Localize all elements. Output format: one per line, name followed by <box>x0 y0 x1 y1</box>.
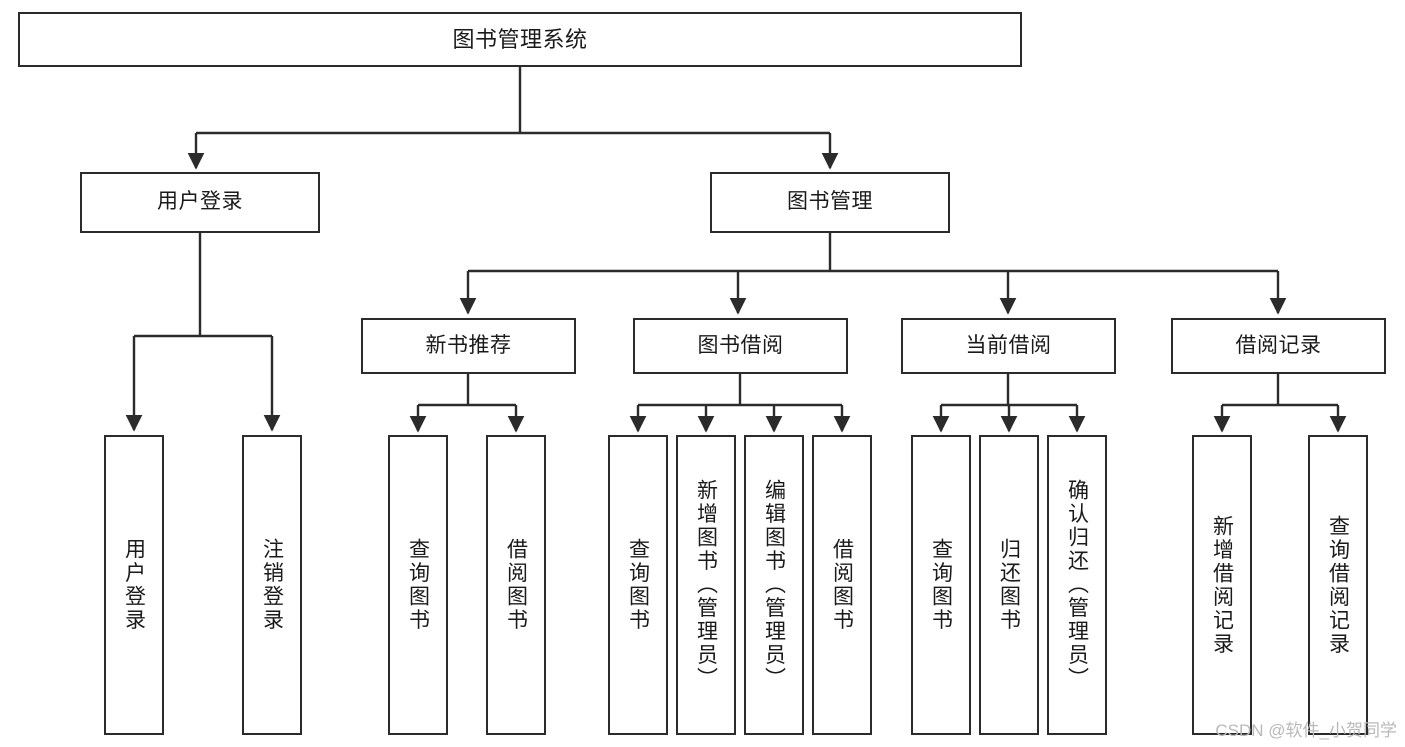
leaf-newbook-query-book[interactable]: 查询图书 <box>388 435 448 735</box>
leaf-borrow-query-book[interactable]: 查询图书 <box>608 435 668 735</box>
node-new-book-recommend[interactable]: 新书推荐 <box>361 318 576 374</box>
node-label: 归还图书 <box>997 538 1021 632</box>
node-label: 查询借阅记录 <box>1326 514 1350 656</box>
node-label: 借阅图书 <box>830 538 854 632</box>
node-label: 查询图书 <box>929 538 953 632</box>
leaf-borrow-borrow-book[interactable]: 借阅图书 <box>812 435 872 735</box>
node-label: 借阅记录 <box>1235 333 1322 357</box>
node-root-system[interactable]: 图书管理系统 <box>18 12 1022 67</box>
node-user-login[interactable]: 用户登录 <box>80 172 320 233</box>
leaf-user-login-logout[interactable]: 注销登录 <box>242 435 302 735</box>
watermark-text: CSDN @软件_小贺同学 <box>1215 721 1397 740</box>
leaf-user-login-login[interactable]: 用户登录 <box>104 435 164 735</box>
node-label: 图书管理系统 <box>452 26 588 52</box>
node-label: 借阅图书 <box>504 538 528 632</box>
node-label: 注销登录 <box>260 538 284 632</box>
node-book-borrow[interactable]: 图书借阅 <box>633 318 848 374</box>
node-current-borrow[interactable]: 当前借阅 <box>901 318 1116 374</box>
node-label: 新书推荐 <box>425 333 512 357</box>
node-label: 查询图书 <box>406 538 430 632</box>
leaf-records-add-record[interactable]: 新增借阅记录 <box>1192 435 1252 735</box>
node-label: 确认归还（管理员） <box>1065 479 1089 691</box>
node-label: 图书借阅 <box>697 333 784 357</box>
node-label: 编辑图书（管理员） <box>762 479 786 691</box>
node-label: 用户登录 <box>157 190 243 214</box>
node-label: 用户登录 <box>122 538 146 632</box>
node-label: 新增图书（管理员） <box>694 479 718 691</box>
leaf-borrow-edit-book[interactable]: 编辑图书（管理员） <box>744 435 804 735</box>
node-label: 当前借阅 <box>965 333 1052 357</box>
leaf-current-confirm-return[interactable]: 确认归还（管理员） <box>1047 435 1107 735</box>
node-borrow-records[interactable]: 借阅记录 <box>1171 318 1386 374</box>
leaf-borrow-add-book[interactable]: 新增图书（管理员） <box>676 435 736 735</box>
node-label: 图书管理 <box>787 190 873 214</box>
leaf-current-return-book[interactable]: 归还图书 <box>979 435 1039 735</box>
node-label: 查询图书 <box>626 538 650 632</box>
leaf-records-query-record[interactable]: 查询借阅记录 <box>1308 435 1368 735</box>
leaf-newbook-borrow-book[interactable]: 借阅图书 <box>486 435 546 735</box>
node-book-management[interactable]: 图书管理 <box>710 172 950 233</box>
leaf-current-query-book[interactable]: 查询图书 <box>911 435 971 735</box>
node-label: 新增借阅记录 <box>1210 514 1234 656</box>
